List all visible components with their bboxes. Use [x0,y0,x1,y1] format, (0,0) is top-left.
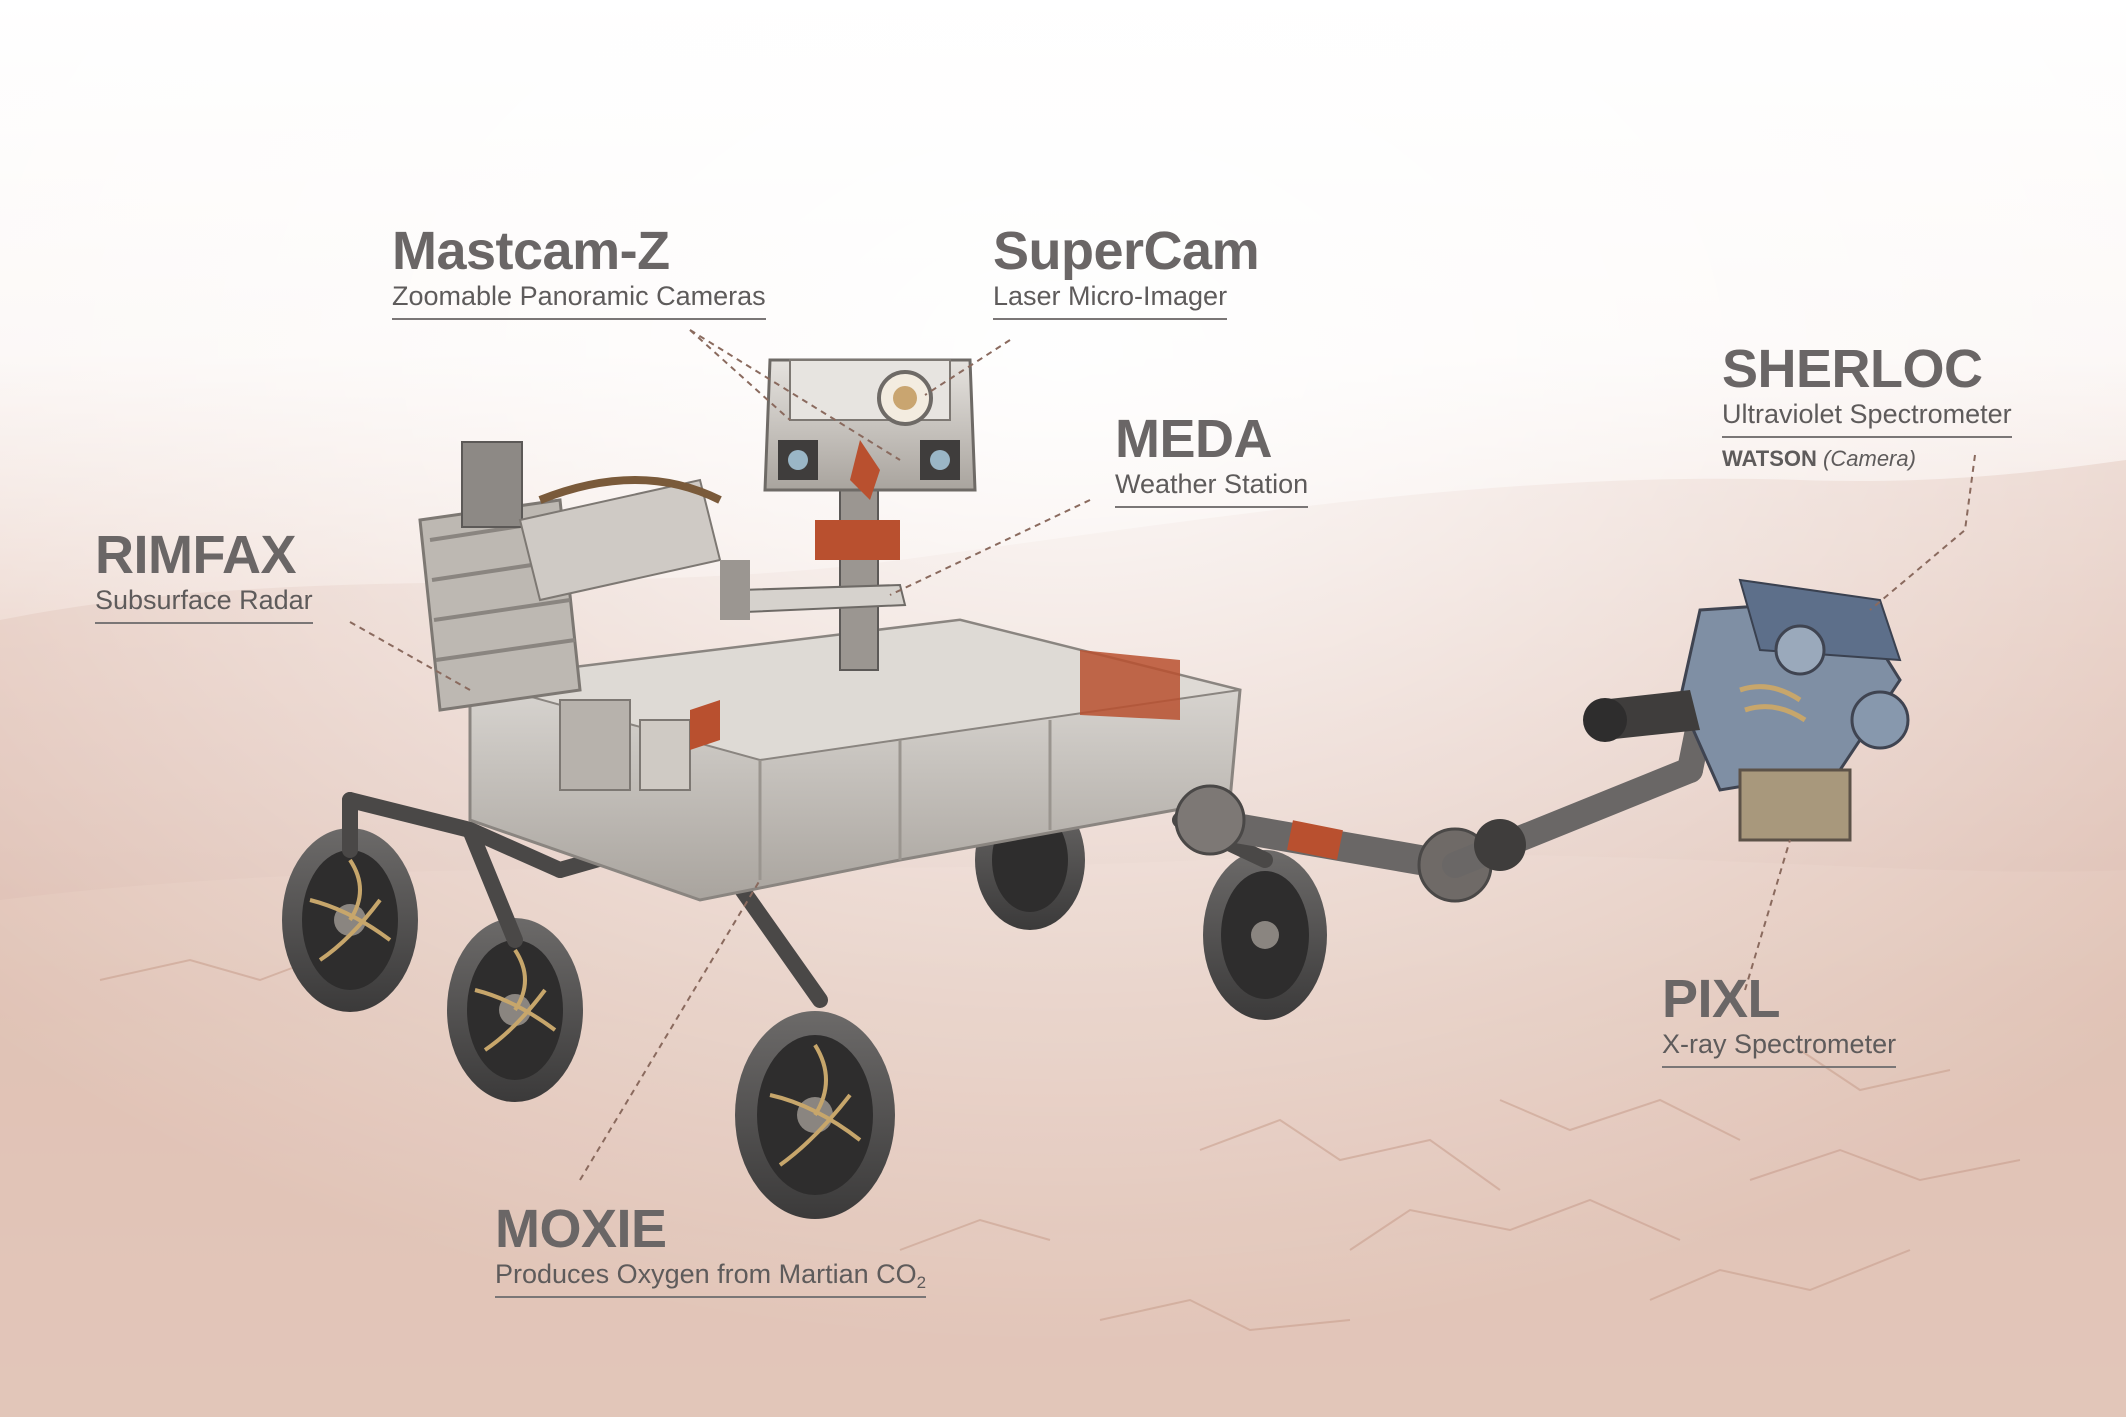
callout-mastcam: Mastcam-Z Zoomable Panoramic Cameras [392,222,766,320]
watson-name: WATSON [1722,446,1817,471]
rover [282,358,1910,1219]
rtg [418,441,722,712]
rimfax-name: RIMFAX [95,525,297,585]
watson-desc: (Camera) [1823,446,1916,471]
sherloc-name: SHERLOC [1722,339,1983,399]
mastcam-desc: Zoomable Panoramic Cameras [392,280,766,320]
terrain-cracks [99,949,2021,1332]
leader-lines [349,329,1976,1181]
leader-mastcam [689,329,791,421]
meda-name: MEDA [1115,409,1273,469]
callout-pixl: PIXL X-ray Spectrometer [1662,969,1897,1068]
pixl-desc: X-ray Spectrometer [1662,1028,1897,1068]
leader-rimfax [349,621,471,691]
callout-meda: MEDA Weather Station [1115,409,1309,508]
supercam-name: SuperCam [993,221,1260,281]
leader-meda [889,499,1091,596]
moxie-name: MOXIE [495,1199,667,1259]
callout-moxie: MOXIE Produces Oxygen from Martian CO2 [495,1199,927,1298]
leader-moxie [579,879,761,1181]
leader-sherloc [1869,454,1976,611]
callout-rimfax: RIMFAX Subsurface Radar [95,526,313,624]
rimfax-desc: Subsurface Radar [95,584,313,624]
meda-boom [720,560,907,620]
leader-supercam [924,339,1011,396]
callout-sherloc: SHERLOC Ultraviolet Spectrometer WATSON … [1722,340,2012,474]
leader-mastcam-2 [689,329,901,461]
remote-sensing-mast [763,358,977,671]
arm-turret [1583,578,1910,842]
mastcam-name: Mastcam-Z [392,221,670,281]
leader-pixl [1744,839,1791,991]
rover-body [468,618,1242,902]
robotic-arm [1174,707,1713,903]
moxie-desc: Produces Oxygen from Martian CO2 [495,1258,927,1298]
wheel-rear-left [282,828,418,1012]
moxie-desc-text: Produces Oxygen from Martian CO [495,1259,917,1289]
wheel-middle-left [447,918,583,1102]
watson-label: WATSON (Camera) [1722,444,2012,474]
pixl-name: PIXL [1662,969,1781,1029]
supercam-desc: Laser Micro-Imager [993,280,1228,320]
meda-desc: Weather Station [1115,468,1309,508]
wheel-front-right [1203,850,1327,1020]
callout-supercam: SuperCam Laser Micro-Imager [993,221,1260,320]
moxie-desc-subscript: 2 [916,1273,927,1292]
sherloc-desc: Ultraviolet Spectrometer [1722,398,2012,438]
wheel-front-left [735,1011,895,1219]
